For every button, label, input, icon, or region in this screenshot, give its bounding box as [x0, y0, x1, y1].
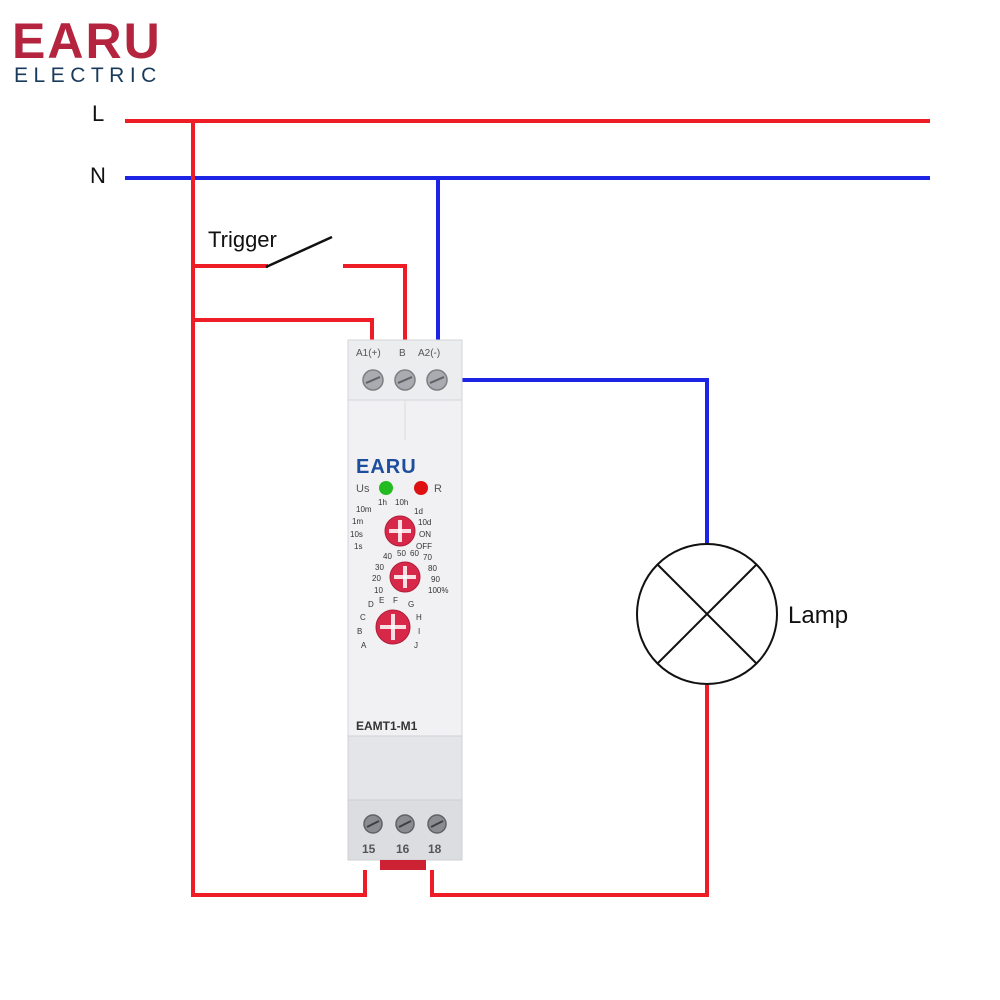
svg-text:50: 50: [397, 549, 406, 558]
svg-text:10d: 10d: [418, 518, 431, 527]
svg-text:1s: 1s: [354, 542, 362, 551]
18-to-lamp: [430, 685, 709, 897]
svg-text:E: E: [379, 596, 384, 605]
svg-text:ON: ON: [419, 530, 431, 539]
din-clip: [380, 860, 426, 870]
led-us-label: Us: [356, 483, 370, 495]
terminal-b-label: B: [399, 348, 406, 359]
svg-text:A: A: [361, 641, 367, 650]
svg-text:10s: 10s: [350, 530, 363, 539]
terminal-16-label: 16: [396, 842, 410, 856]
svg-text:J: J: [414, 641, 418, 650]
lamp-cross-b: [656, 563, 758, 665]
svg-text:30: 30: [375, 563, 384, 572]
device-lower-section: [347, 735, 463, 803]
time-range-dial[interactable]: [384, 515, 416, 547]
svg-text:10m: 10m: [356, 505, 372, 514]
svg-text:I: I: [418, 627, 420, 636]
led-r-label: R: [434, 483, 442, 495]
terminal-15-label: 15: [362, 842, 376, 856]
svg-text:20: 20: [372, 574, 381, 583]
device-brand-text: EARU: [356, 456, 417, 478]
svg-text:C: C: [360, 613, 366, 622]
svg-text:H: H: [416, 613, 422, 622]
power-led-icon: [379, 481, 393, 495]
svg-text:1h: 1h: [378, 498, 387, 507]
terminal-18-label: 18: [428, 842, 442, 856]
relay-led-icon: [414, 481, 428, 495]
svg-text:D: D: [368, 600, 374, 609]
svg-text:F: F: [393, 596, 398, 605]
svg-text:40: 40: [383, 552, 392, 561]
neutral-line-label: N: [90, 163, 106, 188]
svg-text:10h: 10h: [395, 498, 408, 507]
svg-text:70: 70: [423, 553, 432, 562]
terminal-a2-label: A2(-): [418, 348, 440, 359]
trigger-to-b: [343, 264, 407, 345]
bottom-screws: [363, 814, 447, 834]
svg-text:B: B: [357, 627, 362, 636]
svg-text:1d: 1d: [414, 507, 423, 516]
svg-text:90: 90: [431, 575, 440, 584]
svg-text:100%: 100%: [428, 586, 448, 595]
svg-text:OFF: OFF: [416, 542, 432, 551]
svg-text:G: G: [408, 600, 414, 609]
device-model-label: EAMT1-M1: [356, 719, 418, 733]
live-to-a1: [193, 318, 374, 345]
neutral-to-lamp: [462, 378, 709, 545]
live-line-label: L: [92, 101, 104, 126]
svg-text:1m: 1m: [352, 517, 363, 526]
svg-text:10: 10: [374, 586, 383, 595]
trigger-label: Trigger: [208, 227, 277, 252]
brand-logo: EARU ELECTRIC: [12, 13, 162, 87]
logo-sub-text: ELECTRIC: [14, 64, 162, 87]
lamp-label: Lamp: [788, 602, 848, 629]
neutral-wires: [125, 176, 930, 545]
svg-text:80: 80: [428, 564, 437, 573]
lamp-symbol: [636, 543, 778, 685]
terminal-a1-label: A1(+): [356, 348, 381, 359]
logo-brand-text: EARU: [12, 13, 162, 69]
timer-relay-device: A1(+) B A2(-) EARU Us R 10m 1m 10s 1s 1h: [347, 339, 463, 870]
svg-text:60: 60: [410, 549, 419, 558]
mode-dial[interactable]: [375, 609, 411, 645]
live-drop-to-15: [191, 121, 367, 897]
top-screws: [362, 369, 448, 391]
trigger-switch-lever: [265, 235, 333, 269]
percent-dial[interactable]: [389, 561, 421, 593]
live-wires: [125, 119, 930, 897]
